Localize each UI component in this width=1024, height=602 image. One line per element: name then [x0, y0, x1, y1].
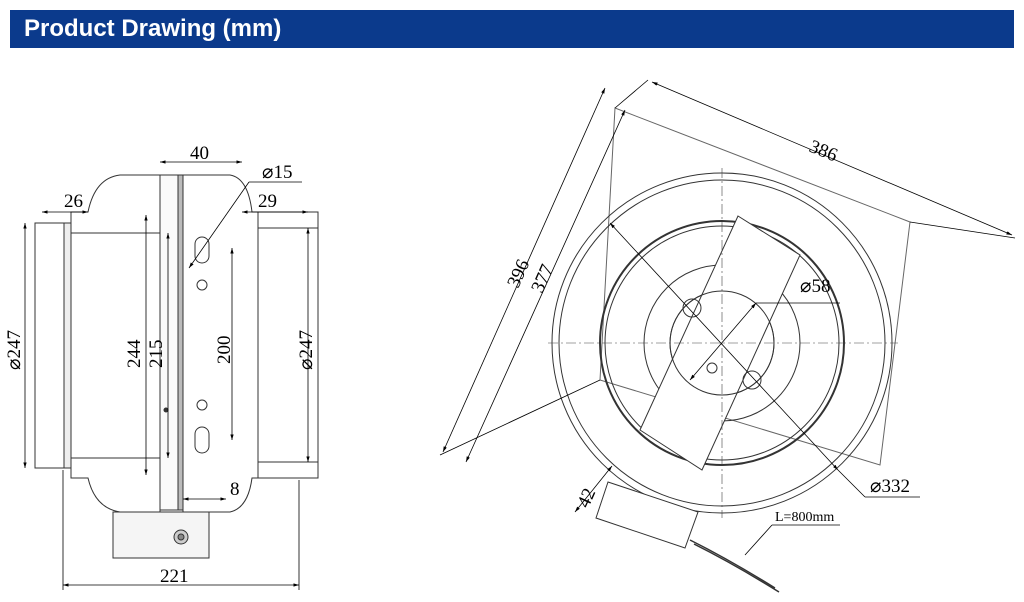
cable — [689, 539, 776, 589]
dim-flange: 40 — [190, 143, 209, 164]
inlet-collar — [34, 222, 69, 469]
dim-top-right: 29 — [258, 191, 277, 212]
side-dimension-lines — [23, 160, 310, 590]
dim-inlet-dia: ⌀247 — [4, 330, 25, 370]
dim-hole: ⌀15 — [262, 162, 292, 183]
header-bar: Product Drawing (mm) — [10, 10, 1014, 48]
dim-total-len: 221 — [160, 566, 189, 587]
dim-diag: 386 — [806, 136, 840, 166]
dim-box: 42 — [573, 485, 600, 511]
dim-hub: ⌀58 — [800, 276, 830, 297]
inlet-ring — [63, 222, 72, 469]
mount-slot-top — [194, 236, 210, 264]
front-terminal-box — [595, 481, 699, 549]
dim-outlet-dia: ⌀247 — [296, 330, 317, 370]
dim-impeller: ⌀332 — [870, 476, 910, 497]
dim-top-left: 26 — [64, 191, 83, 212]
dim-body-h2: 215 — [146, 340, 167, 369]
side-view — [34, 174, 319, 559]
dim-holes-pitch: 200 — [214, 336, 235, 365]
dim-bottom-small: 8 — [230, 479, 240, 500]
cable-length: L=800mm — [775, 510, 834, 525]
terminal-box — [112, 511, 210, 559]
page-title: Product Drawing (mm) — [24, 15, 282, 42]
mount-slot-bottom — [194, 426, 210, 454]
front-dimension-lines — [439, 79, 1016, 556]
dim-body-h1: 244 — [124, 339, 145, 368]
front-view — [551, 107, 911, 593]
